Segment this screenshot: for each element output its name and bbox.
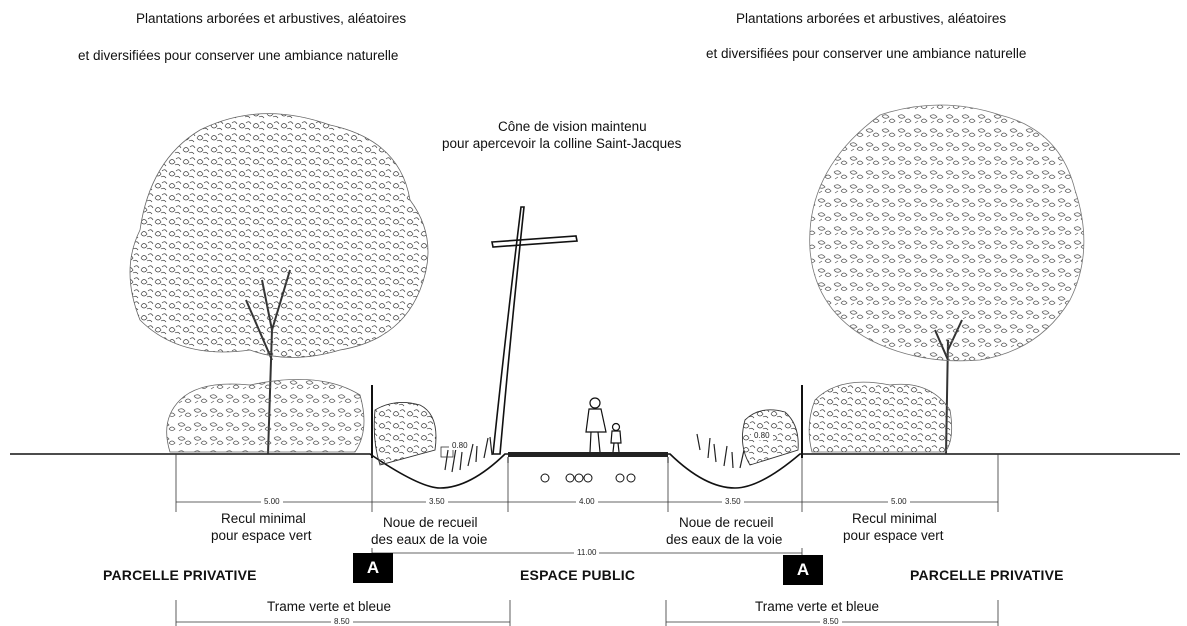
zone-espace-public: ESPACE PUBLIC: [520, 567, 636, 583]
tree-left: [129, 113, 429, 455]
caption-left-line1: Plantations arborées et arbustives, aléa…: [136, 11, 407, 26]
pedestrians: [585, 397, 622, 453]
label-recul-right-1: Recul minimal: [852, 511, 937, 526]
dim-recul-left: 5.00: [261, 497, 283, 506]
shrub-left-noue: [373, 401, 493, 473]
label-trame-right: Trame verte et bleue: [755, 599, 880, 614]
shrub-right-noue: [696, 409, 799, 469]
zone-parcelle-left: PARCELLE PRIVATIVE: [103, 567, 257, 583]
label-noue-right-1: Noue de recueil: [679, 515, 774, 530]
caption-cone-line2: pour apercevoir la colline Saint-Jacques: [442, 136, 682, 151]
caption-right-line1: Plantations arborées et arbustives, aléa…: [736, 11, 1007, 26]
road-surface: [508, 452, 668, 457]
ground-profile: [10, 453, 1180, 489]
network-pipes: [540, 473, 636, 483]
label-noue-left-1: Noue de recueil: [383, 515, 478, 530]
dim-noue-left: 3.50: [426, 497, 448, 506]
caption-right-line2: et diversifiées pour conserver une ambia…: [706, 46, 1027, 61]
tree-right: [808, 104, 1085, 455]
dim-total-public: 11.00: [574, 548, 600, 557]
section-marker-right: A: [783, 555, 823, 585]
caption-cone-line1: Cône de vision maintenu: [498, 119, 647, 134]
dim-trame-left: 8.50: [331, 617, 353, 626]
label-recul-left-2: pour espace vert: [211, 528, 312, 543]
label-recul-right-2: pour espace vert: [843, 528, 944, 543]
noue-left-depth: 0.80: [449, 441, 471, 450]
dim-recul-right: 5.00: [888, 497, 910, 506]
label-noue-right-2: des eaux de la voie: [666, 532, 783, 547]
label-trame-left: Trame verte et bleue: [267, 599, 392, 614]
dim-trame-right: 8.50: [820, 617, 842, 626]
cross-monument: [491, 206, 578, 455]
zone-parcelle-right: PARCELLE PRIVATIVE: [910, 567, 1064, 583]
section-marker-left: A: [353, 553, 393, 583]
noue-right-depth: 0.80: [751, 431, 773, 440]
dim-chaussee: 4.00: [576, 497, 598, 506]
label-recul-left-1: Recul minimal: [221, 511, 306, 526]
dim-noue-right: 3.50: [722, 497, 744, 506]
caption-left-line2: et diversifiées pour conserver une ambia…: [78, 48, 399, 63]
label-noue-left-2: des eaux de la voie: [371, 532, 488, 547]
